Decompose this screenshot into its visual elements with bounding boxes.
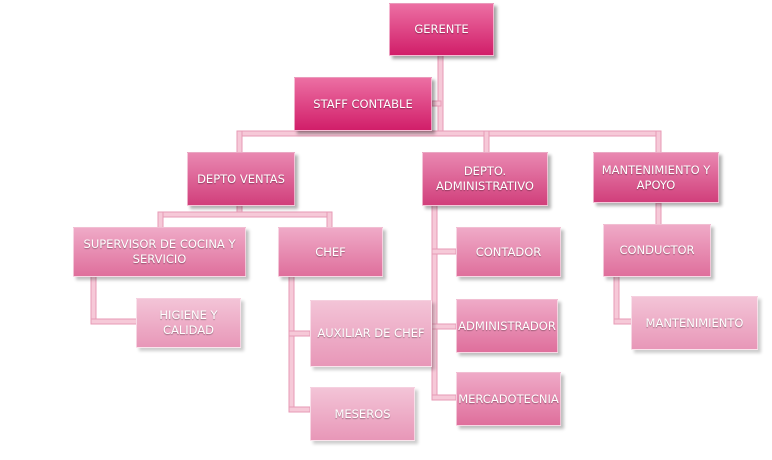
connector-lines xyxy=(90,54,662,413)
node-conductor: CONDUCTOR xyxy=(603,224,711,277)
node-mercadotecnia: MERCADOTECNIA xyxy=(456,372,561,426)
node-administrador: ADMINISTRADOR xyxy=(456,299,558,353)
node-mantenimiento-y-apoyo: MANTENIMIENTO Y APOYO xyxy=(593,152,719,203)
node-auxiliar-de-chef: AUXILIAR DE CHEF xyxy=(310,300,432,367)
node-depto-ventas: DEPTO VENTAS xyxy=(187,152,295,206)
node-chef: CHEF xyxy=(278,227,383,277)
node-contador: CONTADOR xyxy=(456,227,561,277)
node-depto-administrativo: DEPTO. ADMINISTRATIVO xyxy=(422,152,548,206)
node-meseros: MESEROS xyxy=(310,387,415,441)
node-staff-contable: STAFF CONTABLE xyxy=(294,77,432,131)
node-gerente: GERENTE xyxy=(389,3,494,56)
node-higiene-calidad: HIGIENE Y CALIDAD xyxy=(136,298,241,348)
node-supervisor-cocina-servicio: SUPERVISOR DE COCINA Y SERVICIO xyxy=(73,227,246,277)
node-mantenimiento: MANTENIMIENTO xyxy=(631,296,758,350)
